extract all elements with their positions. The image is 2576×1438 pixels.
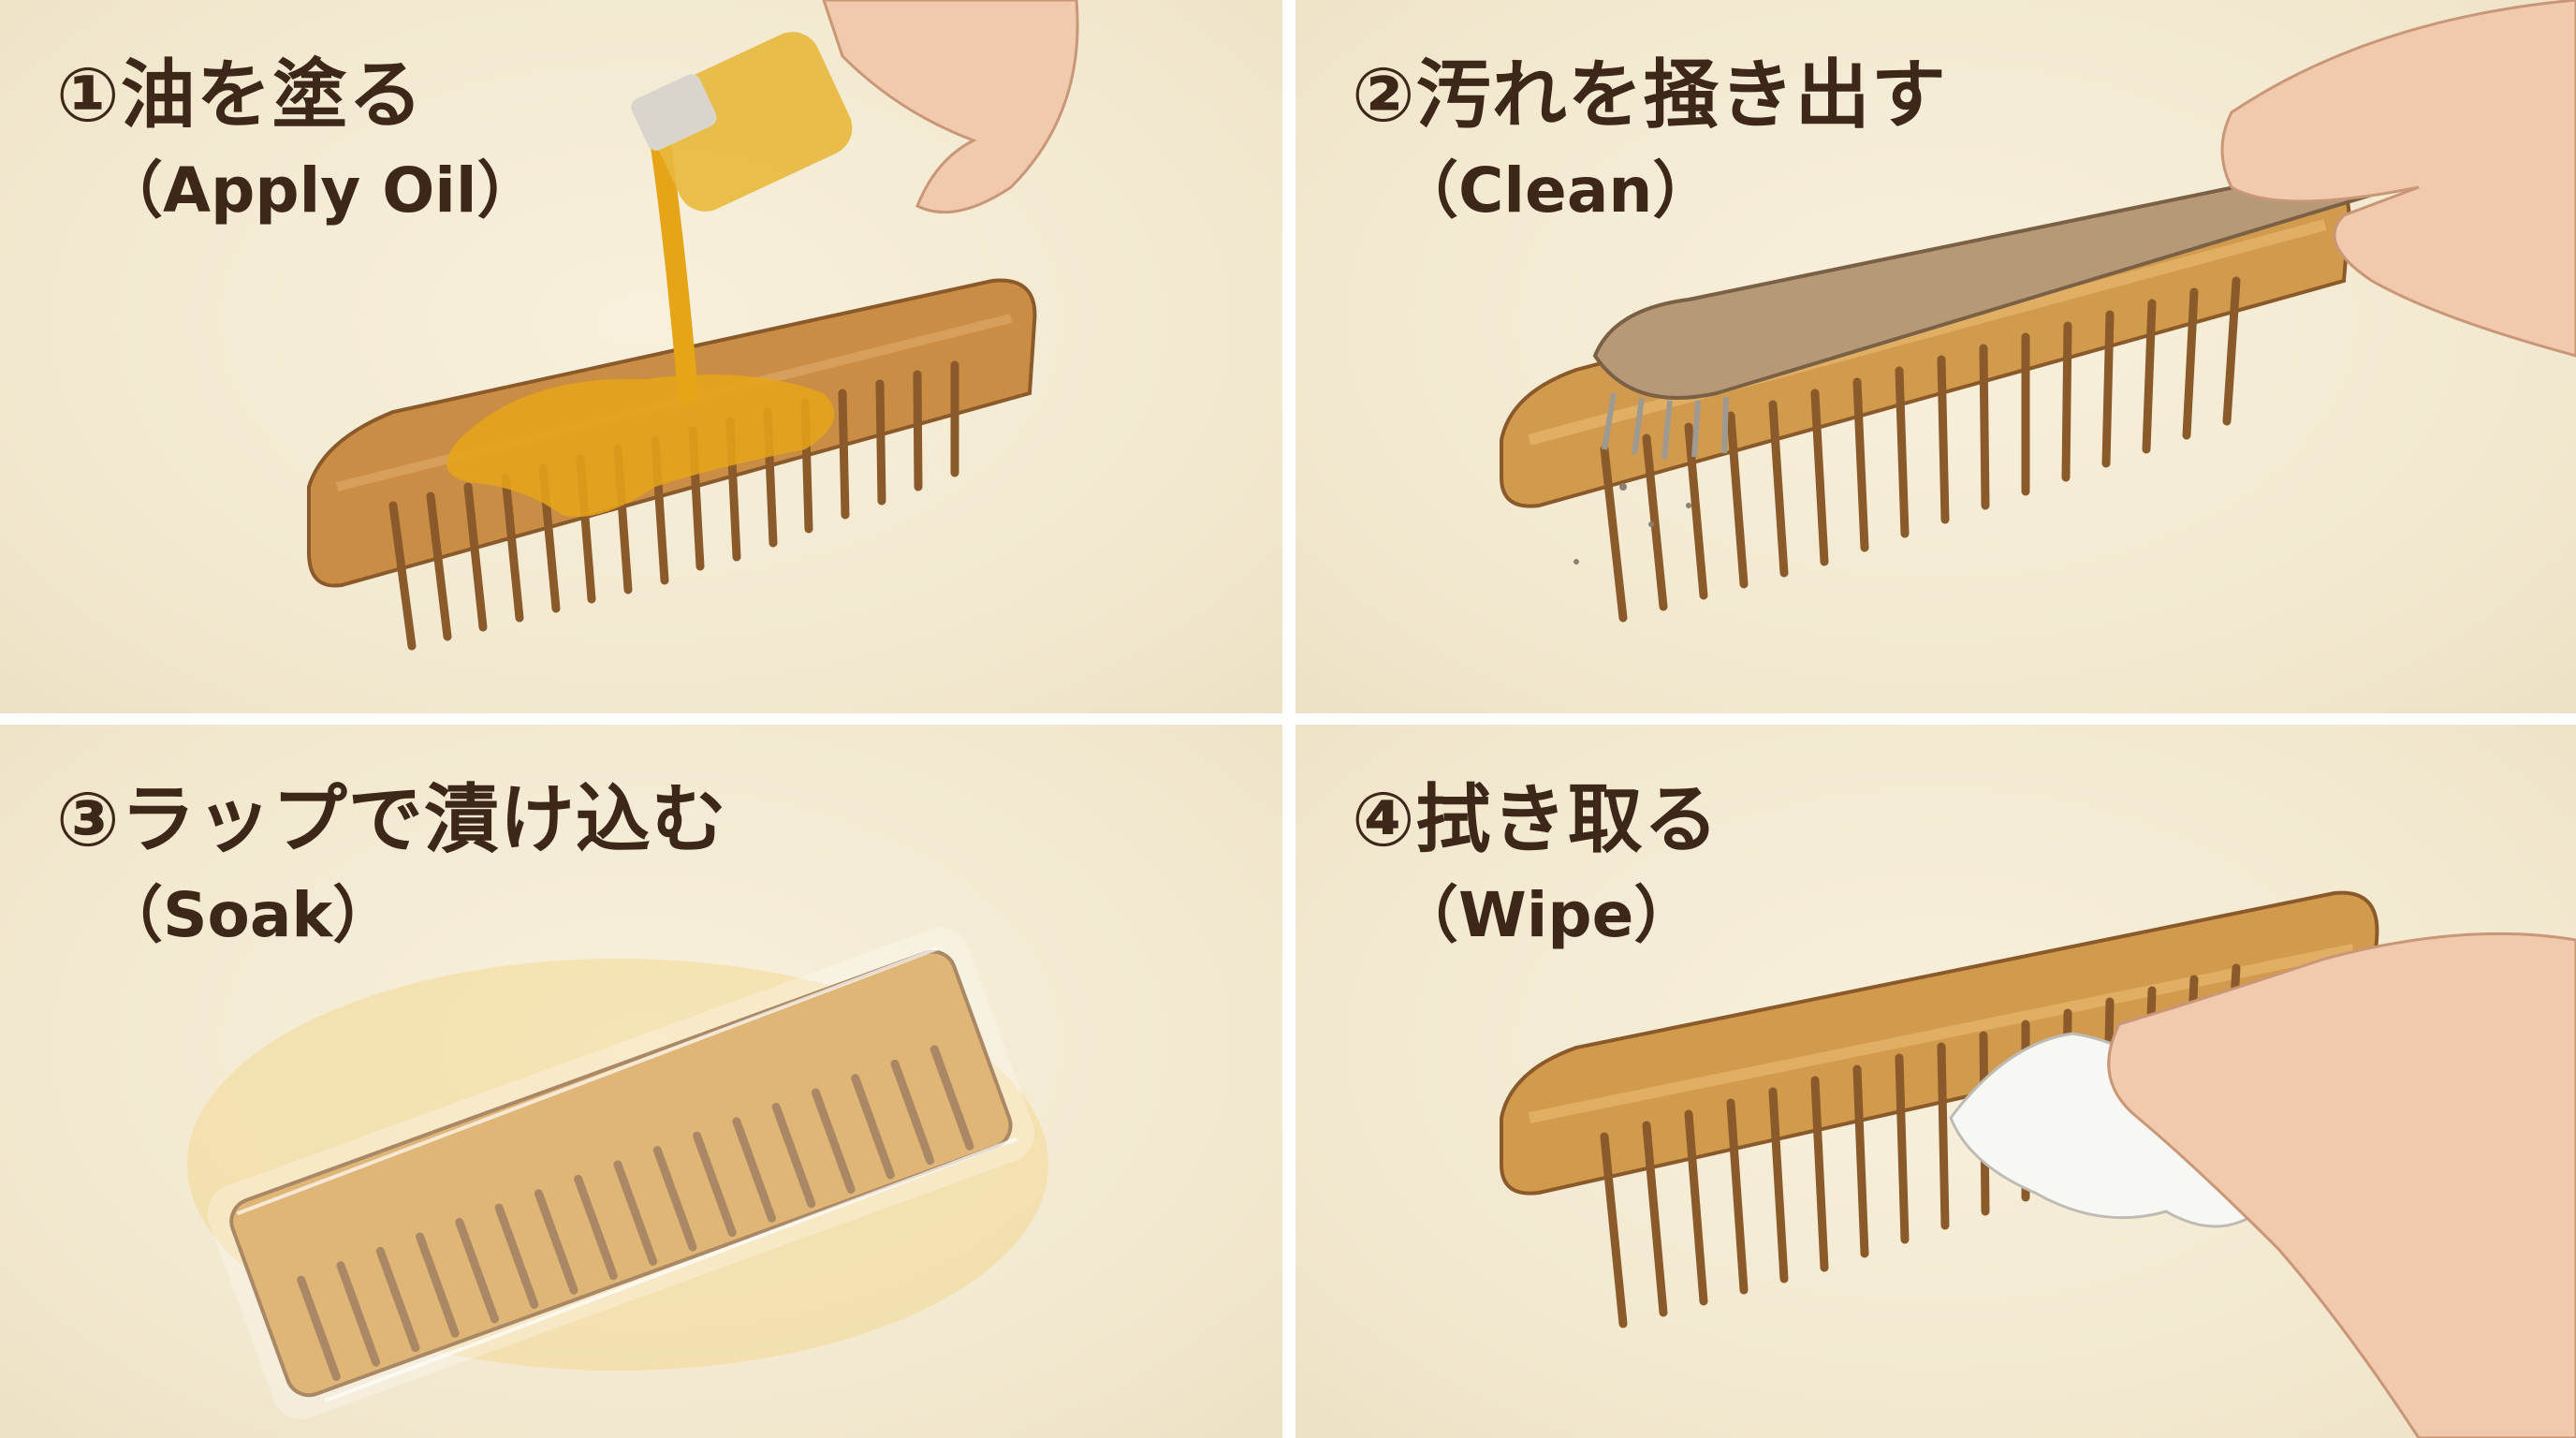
step-subtitle: （Soak） [101, 879, 395, 951]
step-subtitle: （Wipe） [1397, 879, 1696, 951]
step-subtitle: （Clean） [1397, 154, 1715, 227]
oil-puddle [446, 374, 835, 517]
hand [2107, 932, 2576, 1438]
step-title: ②汚れを掻き出す [1352, 51, 1947, 139]
step-title: ①油を塗る [56, 51, 424, 139]
wrapped-comb [207, 928, 1034, 1419]
oil-bottle [631, 32, 853, 212]
oil-stream [650, 130, 698, 404]
wrap-soak-illustration [187, 928, 1048, 1419]
step-3-panel: ③ラップで漬け込む （Soak） [0, 725, 1282, 1438]
brush-clean-illustration [1500, 0, 2576, 623]
hand [822, 0, 1079, 214]
step-title: ③ラップで漬け込む [56, 776, 727, 863]
oil-pour-illustration [307, 0, 1079, 651]
step-2-panel: ②汚れを掻き出す （Clean） [1295, 0, 2576, 713]
step-4-panel: ④拭き取る （Wipe） [1295, 725, 2576, 1438]
hand [2220, 0, 2576, 358]
step-subtitle: （Apply Oil） [101, 154, 539, 227]
dirt-particles [1573, 483, 1691, 565]
step-title: ④拭き取る [1352, 776, 1720, 863]
wooden-comb [1500, 175, 2351, 623]
step-1-panel: ①油を塗る （Apply Oil） [0, 0, 1282, 713]
wipe-illustration [1500, 890, 2576, 1438]
